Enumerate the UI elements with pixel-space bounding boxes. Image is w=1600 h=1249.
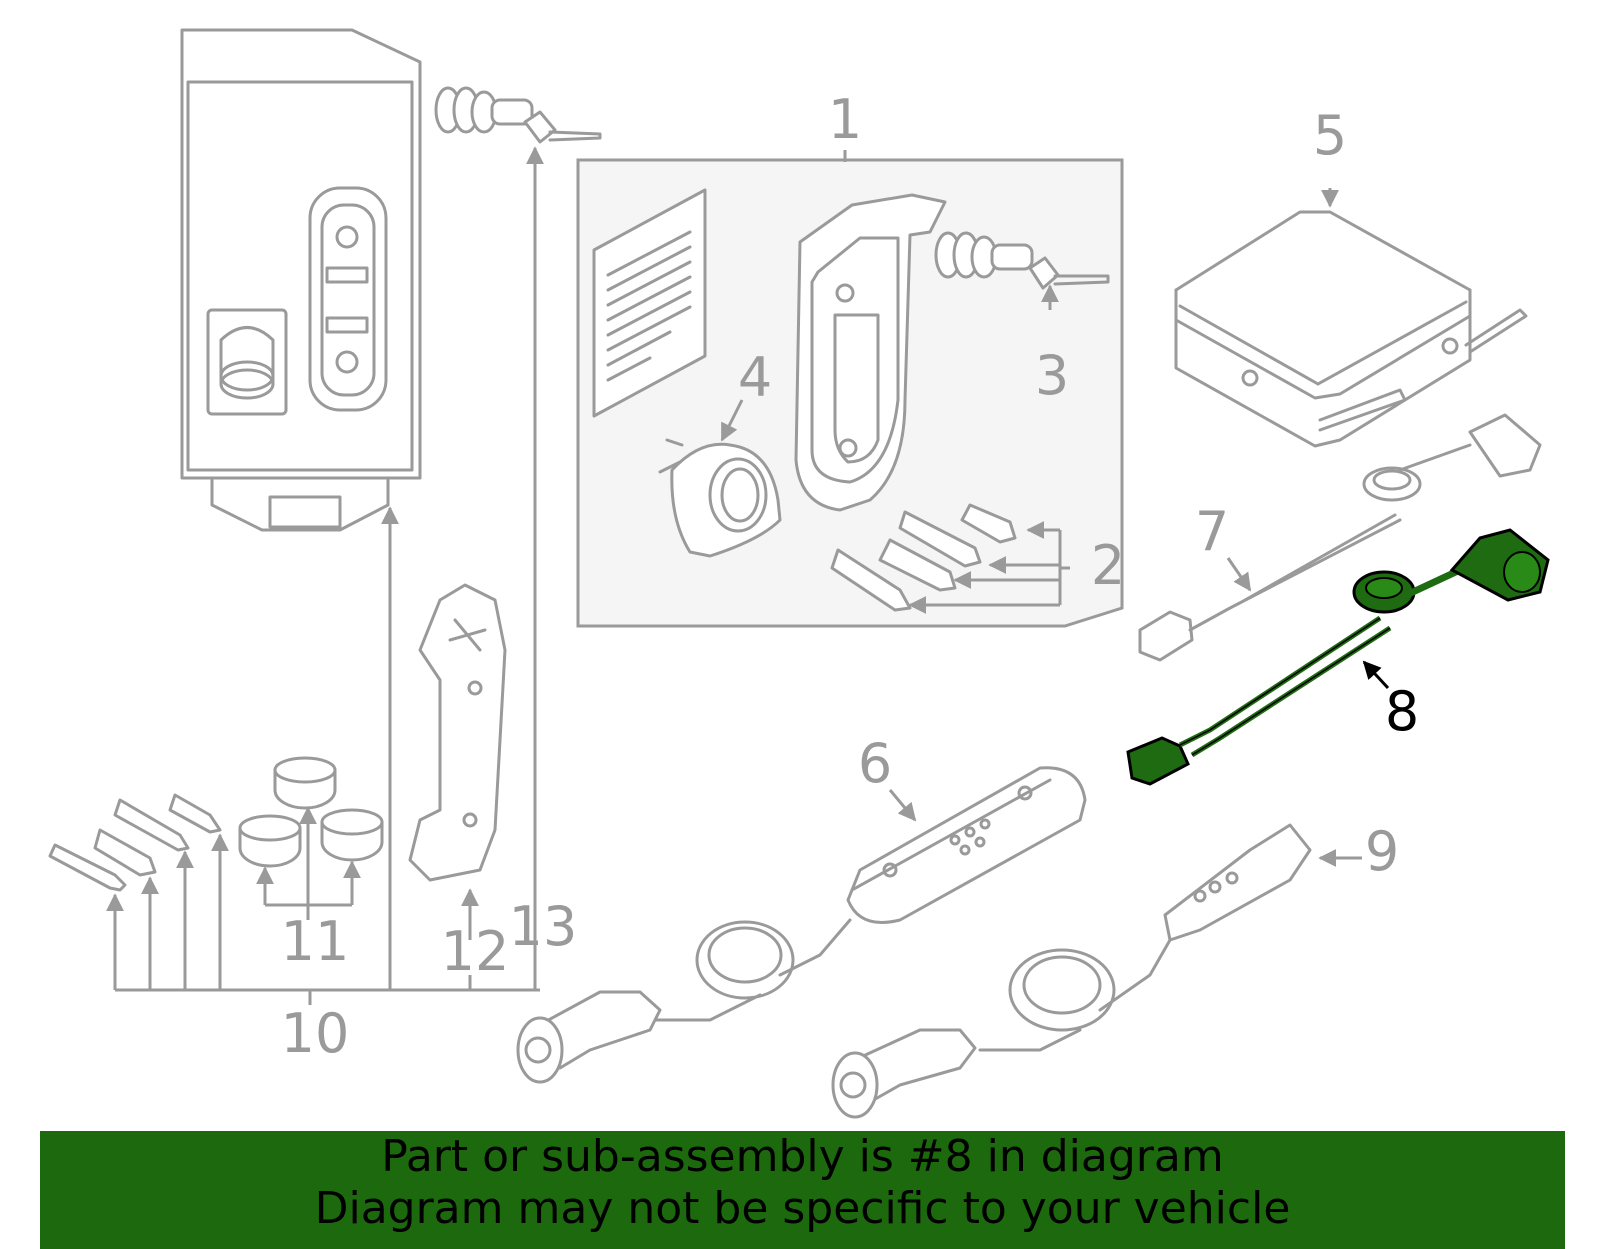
callout-7: 7 [1195,500,1229,563]
cable-holder [408,583,507,882]
callout-6: 6 [858,732,892,795]
callout-11: 11 [281,910,350,973]
mounting-screws [48,793,222,892]
adapter-cable [1138,413,1542,662]
nuts [238,756,384,868]
callout-12: 12 [441,920,510,983]
portable-charger [516,766,1087,1084]
leader-line-8 [1362,660,1390,690]
lock-cylinder-keys-top [434,86,602,144]
callout-13: 13 [509,895,578,958]
socket-insert [658,438,782,558]
instruction-sheet [592,188,707,418]
storage-case [1174,210,1528,448]
callout-10: 10 [281,1002,350,1065]
callout-2: 2 [1091,534,1125,597]
wall-box-housing [180,28,422,532]
kit-screws [830,503,1017,612]
lock-cylinder-keys-kit [934,231,1110,290]
footer-part-note: Part or sub-assembly is #8 in diagram [381,1131,1224,1182]
callout-9: 9 [1365,820,1399,883]
cover-plate [794,193,947,512]
leader-lines [106,146,1362,1005]
charging-cable [831,823,1312,1119]
adapter-cable-highlighted [1126,528,1550,786]
callout-1: 1 [828,88,862,151]
footer-disclaimer: Diagram may not be specific to your vehi… [314,1183,1291,1234]
callout-4: 4 [738,346,772,409]
callout-3: 3 [1035,344,1069,407]
footer-banner: Part or sub-assembly is #8 in diagram Di… [40,1131,1565,1249]
callout-8: 8 [1385,680,1419,743]
callout-5: 5 [1313,104,1347,167]
